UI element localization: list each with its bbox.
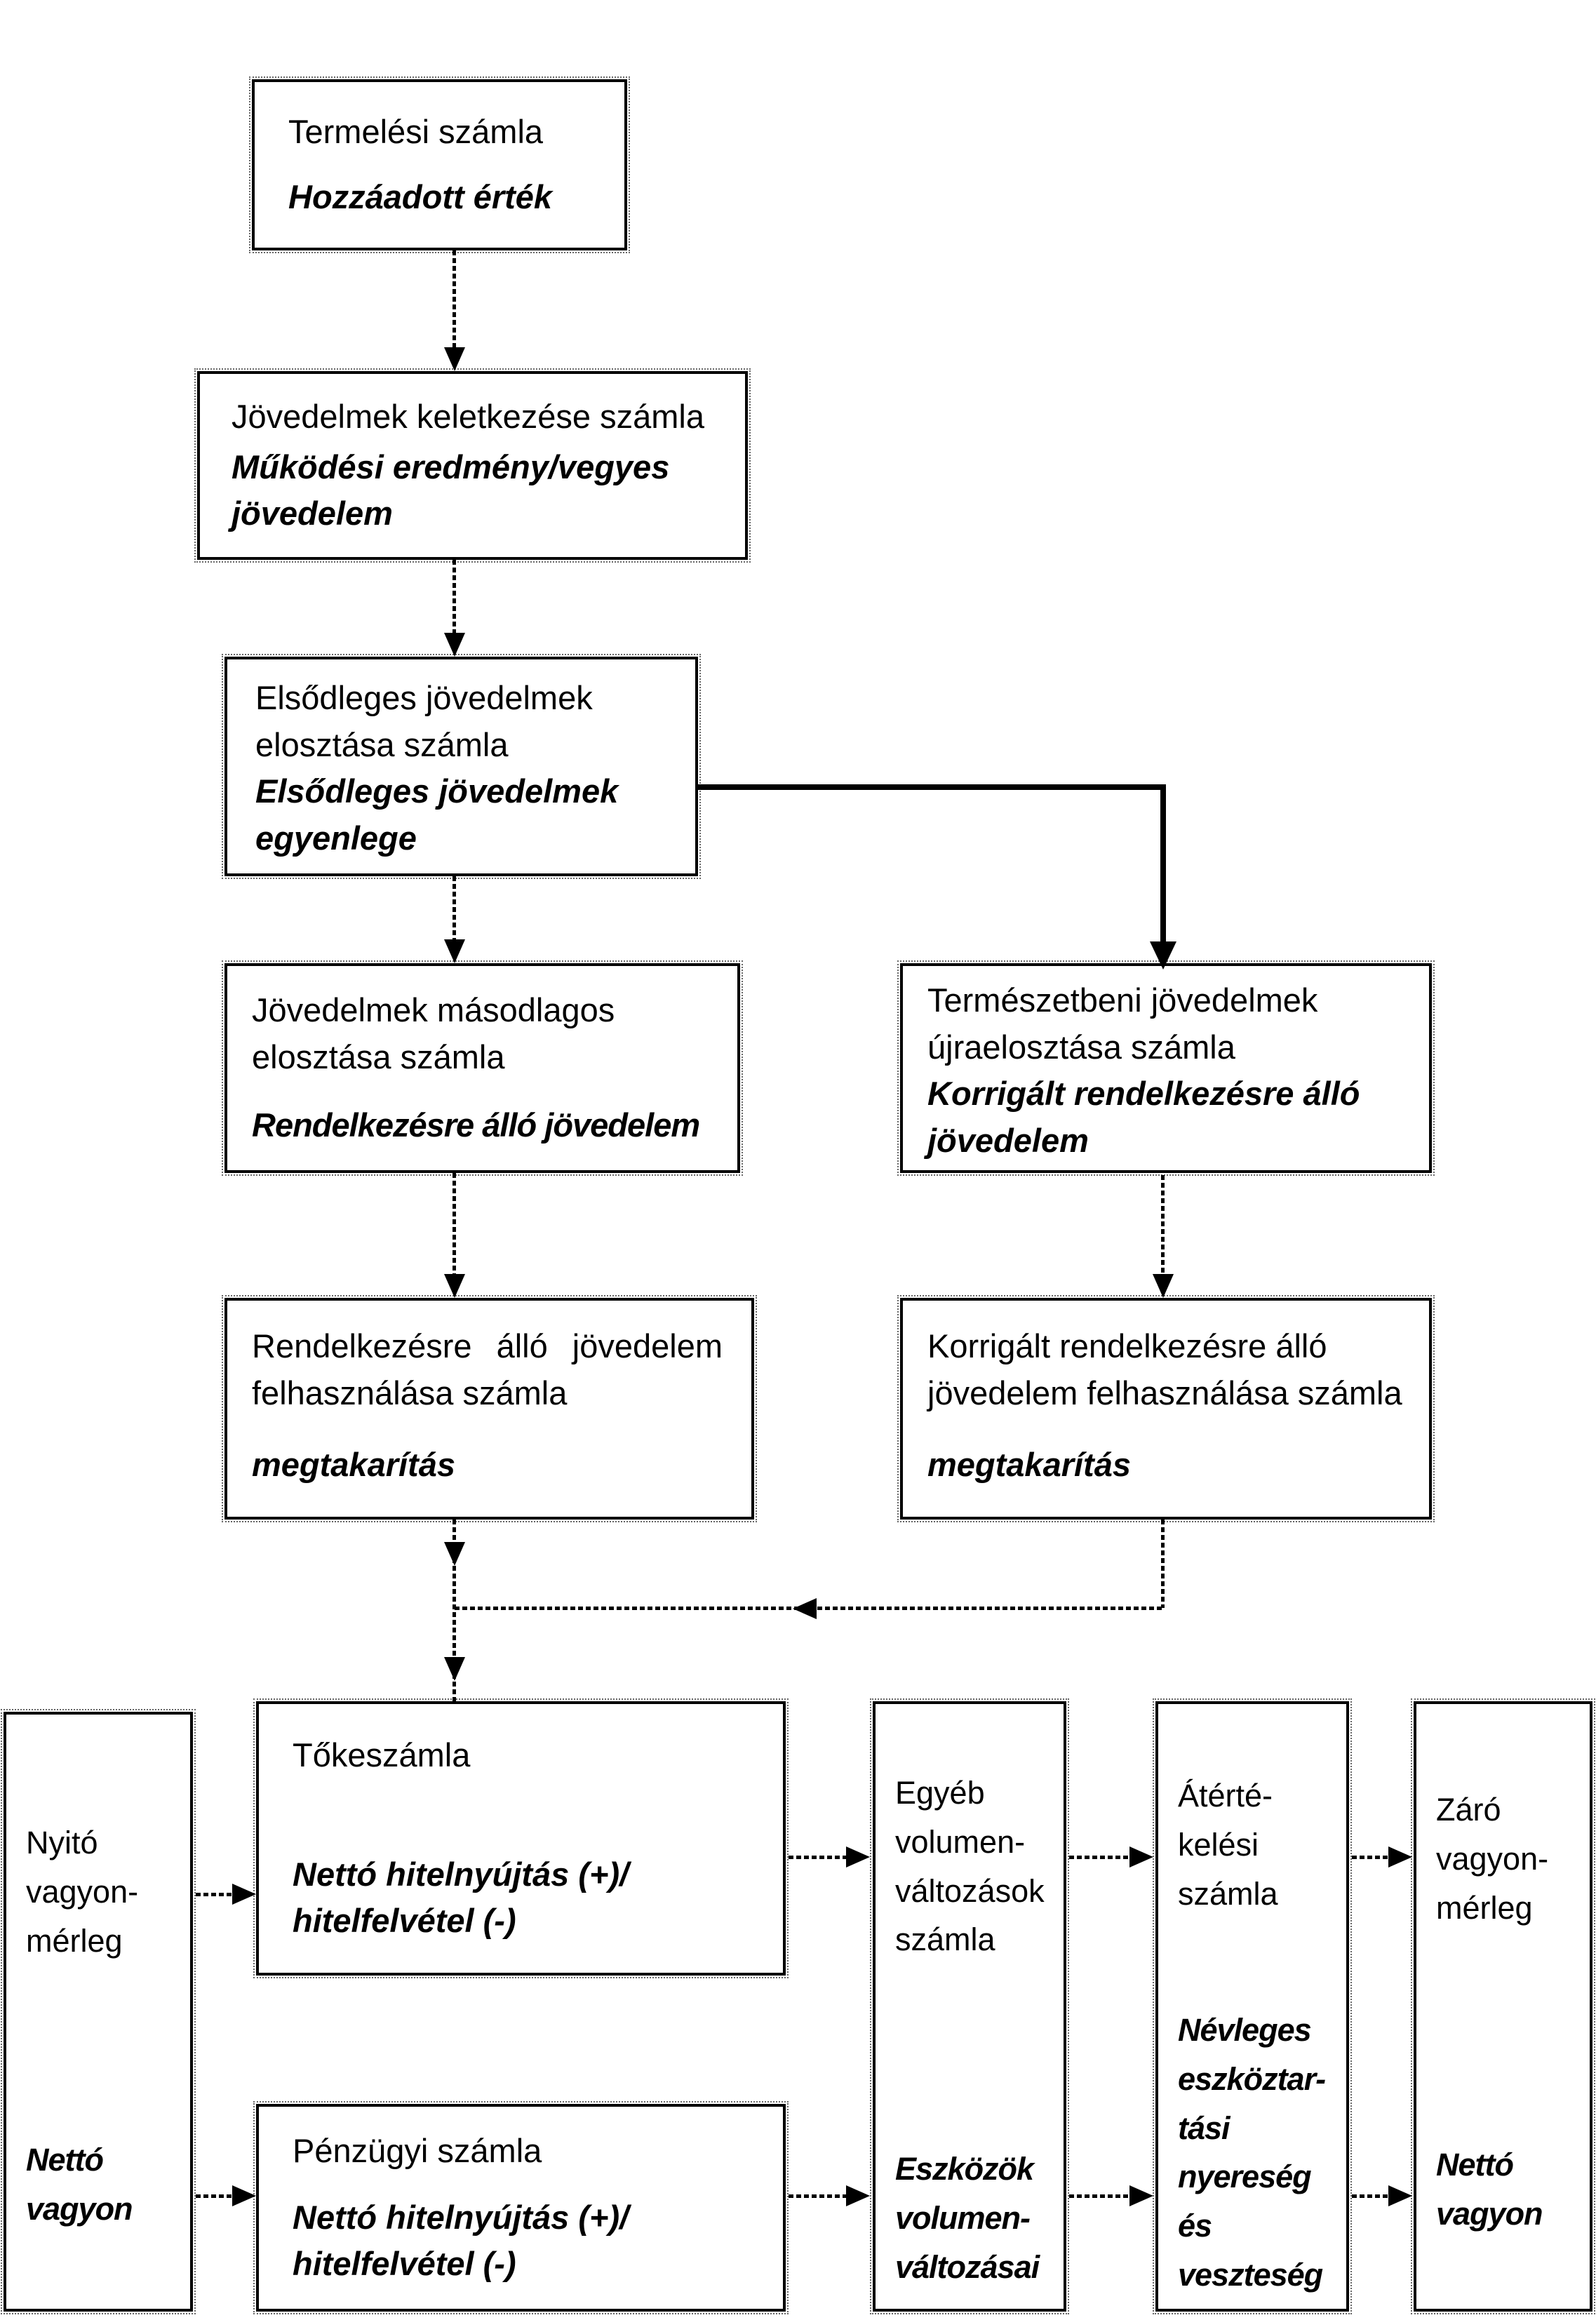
arrow-line-opening-to-capital: [196, 1893, 232, 1896]
arrowhead-right-icon: [1388, 2185, 1412, 2206]
arrow-line-production-to-income-generation: [452, 250, 456, 349]
box-title: Átérté- kelési számla: [1178, 1778, 1278, 1912]
box-balancing-item: megtakarítás: [927, 1446, 1131, 1484]
box-revaluation-account: Átérté- kelési számla Névleges eszköztar…: [1153, 1698, 1352, 2314]
arrowhead-down-icon: [444, 347, 465, 371]
arrowhead-down-icon: [444, 633, 465, 657]
box-closing-balance-sheet: Záró vagyon- mérleg Nettó vagyon: [1411, 1698, 1595, 2314]
arrowhead-right-icon: [1129, 2185, 1153, 2206]
box-balancing-item: Nettó vagyon: [26, 2142, 133, 2227]
box-balancing-item: Névleges eszköztar- tási nyereség és ves…: [1178, 2012, 1326, 2293]
box-balancing-item: Rendelkezésre álló jövedelem: [252, 1106, 700, 1144]
arrowhead-down-icon: [1153, 1274, 1174, 1298]
box-balancing-item: Elsődleges jövedelmek egyenlege: [255, 772, 619, 857]
box-opening-balance-sheet: Nyitó vagyon- mérleg Nettó vagyon: [1, 1709, 196, 2314]
box-balancing-item: Működési eredmény/vegyes jövedelem: [232, 448, 670, 532]
connector-primary-to-in-kind-horizontal: [698, 784, 1166, 790]
arrowhead-down-icon: [444, 939, 465, 963]
box-title-line2: felhasználása számla: [252, 1374, 568, 1412]
arrowhead-right-icon: [232, 1884, 256, 1905]
box-production-account: Termelési számla Hozzáadott érték: [249, 76, 630, 253]
arrow-line-adjusted-savings-drop: [1161, 1520, 1165, 1608]
arrowhead-right-icon: [846, 1846, 870, 1868]
box-primary-income-distribution-account: Elsődleges jövedelmek elosztása számla E…: [222, 654, 701, 879]
box-secondary-income-distribution-account: Jövedelmek másodlagos elosztása számla R…: [222, 960, 743, 1176]
arrow-line-primary-to-secondary: [452, 876, 456, 941]
arrowhead-left-icon: [793, 1598, 817, 1619]
arrow-line-revaluation-to-closing-lower: [1352, 2194, 1388, 2198]
box-balancing-item: Hozzáadott érték: [288, 178, 553, 216]
arrowhead-down-icon: [1150, 941, 1176, 970]
box-balancing-item: megtakarítás: [252, 1446, 455, 1484]
box-use-of-disposable-income-account: Rendelkezésre álló jövedelem felhasználás…: [222, 1295, 757, 1522]
arrow-line-income-generation-to-primary: [452, 560, 456, 633]
box-title: Természetbeni jövedelmek újraelosztása s…: [927, 981, 1318, 1066]
arrowhead-right-icon: [232, 2185, 256, 2206]
arrowhead-right-icon: [846, 2185, 870, 2206]
arrow-line-other-volume-to-revaluation-lower: [1069, 2194, 1129, 2198]
box-balancing-item: Nettó hitelnyújtás (+)/ hitelfelvétel (-…: [293, 2198, 629, 2283]
arrow-line-revaluation-to-closing-upper: [1352, 1856, 1388, 1859]
box-title: Elsődleges jövedelmek elosztása számla: [255, 679, 593, 763]
box-title: Korrigált rendelkezésre álló jövedelem f…: [927, 1327, 1402, 1412]
box-title: Rendelkezésre álló jövedelem felhasználás…: [252, 1323, 727, 1416]
arrow-line-financial-to-other-volume: [789, 2194, 846, 2198]
box-balancing-item: Eszközök volumen- változásai: [895, 2151, 1040, 2285]
arrowhead-right-icon: [1388, 1846, 1412, 1868]
box-in-kind-income-redistribution-account: Természetbeni jövedelmek újraelosztása s…: [897, 960, 1435, 1176]
box-balancing-item: Korrigált rendelkezésre álló jövedelem: [927, 1075, 1360, 1160]
box-title-line1: Rendelkezésre álló jövedelem: [252, 1327, 723, 1364]
arrow-line-capital-to-other-volume: [789, 1856, 846, 1859]
box-title: Jövedelmek másodlagos elosztása számla: [252, 991, 615, 1075]
arrow-line-other-volume-to-revaluation-upper: [1069, 1856, 1129, 1859]
box-title: Pénzügyi számla: [293, 2132, 542, 2169]
box-title: Jövedelmek keletkezése számla: [232, 398, 704, 435]
arrowhead-down-icon: [444, 1657, 465, 1681]
box-title: Termelési számla: [288, 113, 544, 150]
arrowhead-down-icon: [444, 1274, 465, 1298]
box-title: Egyéb volumen- változások számla: [895, 1775, 1045, 1958]
arrowhead-right-icon: [1129, 1846, 1153, 1868]
arrow-line-opening-to-financial: [196, 2194, 232, 2198]
box-title: Nyitó vagyon- mérleg: [26, 1825, 139, 1959]
box-title: Tőkeszámla: [293, 1736, 471, 1773]
box-capital-account: Tőkeszámla Nettó hitelnyújtás (+)/ hitel…: [253, 1698, 789, 1978]
box-balancing-item: Nettó hitelnyújtás (+)/ hitelfelvétel (-…: [293, 1855, 629, 1940]
arrowhead-down-icon: [444, 1542, 465, 1566]
box-balancing-item: Nettó vagyon: [1436, 2147, 1543, 2232]
arrow-line-savings-to-capital: [452, 1520, 456, 1701]
arrow-line-in-kind-to-use-of-adjusted: [1161, 1175, 1165, 1275]
connector-primary-to-in-kind-vertical: [1160, 784, 1166, 943]
arrow-line-secondary-to-use-of-disposable: [452, 1173, 456, 1275]
box-title: Záró vagyon- mérleg: [1436, 1792, 1549, 1926]
box-generation-of-income-account: Jövedelmek keletkezése számla Működési e…: [194, 368, 751, 563]
box-other-volume-changes-account: Egyéb volumen- változások számla Eszközö…: [870, 1698, 1069, 2314]
box-use-of-adjusted-disposable-income-account: Korrigált rendelkezésre álló jövedelem f…: [897, 1295, 1435, 1522]
box-financial-account: Pénzügyi számla Nettó hitelnyújtás (+)/ …: [253, 2101, 789, 2314]
